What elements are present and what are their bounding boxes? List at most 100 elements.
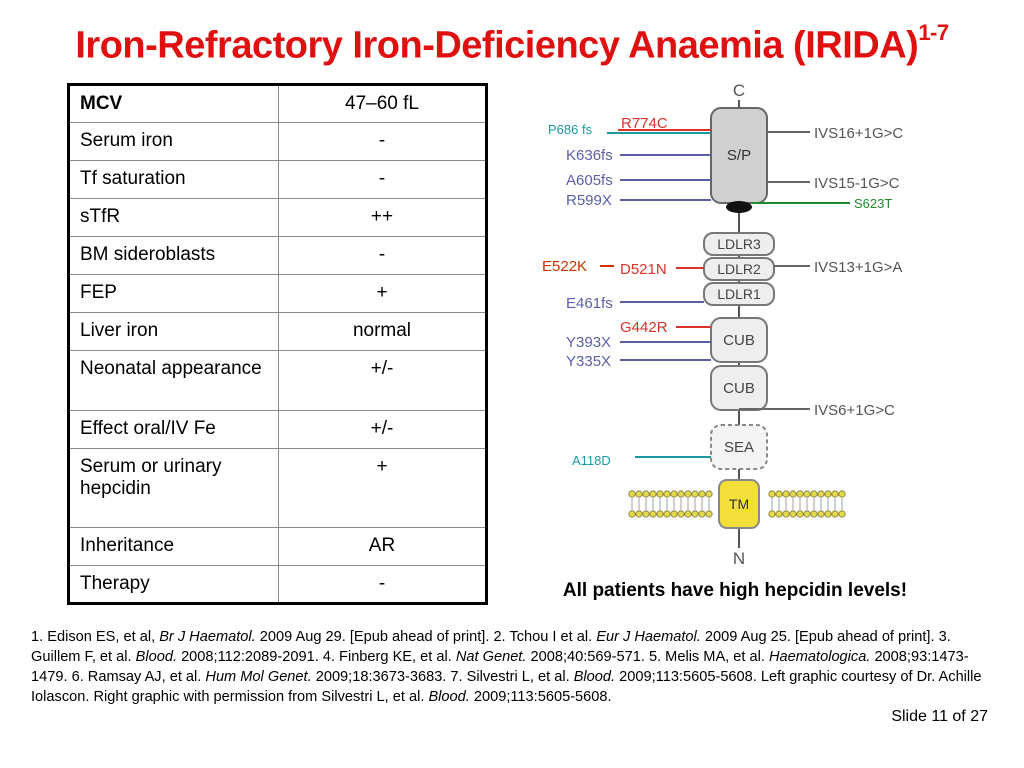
lipid-bead [838, 490, 846, 498]
reference-text: 2009;113:5605-5608. [469, 689, 612, 705]
journal-name: Haematologica. [768, 649, 871, 665]
lipid-bead [663, 510, 671, 518]
row-value: +/- [278, 410, 487, 449]
row-value: + [278, 448, 487, 528]
ldlr1-label: LDLR1 [717, 286, 761, 302]
tm-label: TM [729, 496, 749, 512]
lipid-bead [677, 510, 685, 518]
lipid-bead [775, 490, 783, 498]
lipid-bead [782, 490, 790, 498]
reference-text: 2008;93:1473-1479. 6. Ramsay AJ, et al. [31, 649, 969, 685]
journal-name: Blood. [428, 689, 470, 705]
lipid-bead [698, 510, 706, 518]
ldlr3-label: LDLR3 [717, 236, 761, 252]
cub2-label: CUB [723, 380, 755, 397]
lipid-bead [642, 510, 650, 518]
lipid-bead [831, 510, 839, 518]
lipid-bead [628, 490, 636, 498]
cub1-domain [710, 317, 768, 363]
title-superscript: 1-7 [918, 20, 949, 45]
lipid-bead [838, 510, 846, 518]
lipid-bead [796, 510, 804, 518]
d521n-label: D521N [620, 261, 667, 278]
lipid-bead [803, 490, 811, 498]
title-text: Iron-Refractory Iron-Deficiency Anaemia … [75, 24, 919, 67]
lipid-bead [691, 510, 699, 518]
lipid-bead [698, 490, 706, 498]
lipid-bead [628, 510, 636, 518]
lipid-bead [663, 490, 671, 498]
row-value: 47–60 fL [278, 84, 487, 123]
y335x-label: Y335X [566, 353, 611, 370]
lipid-bead [817, 490, 825, 498]
row-value: normal [278, 312, 487, 351]
lipid-bead [775, 510, 783, 518]
reference-text: 1. Edison ES, et al, [31, 629, 160, 645]
reference-text: 2009 Aug 25. [Epub ahead of print]. 3. G… [31, 629, 951, 665]
journal-name: Blood. [135, 649, 178, 665]
lipid-bead [684, 510, 692, 518]
lipid-bead [810, 510, 818, 518]
table-row: BM sideroblasts- [68, 236, 487, 275]
lipid-bead [768, 510, 776, 518]
y393x-label: Y393X [566, 334, 611, 351]
lipid-bead [824, 510, 832, 518]
ivs13-label: IVS13+1G>A [814, 259, 902, 276]
lipid-bead [831, 490, 839, 498]
e522k-annotation: E522K [542, 258, 587, 275]
lipid-bead [642, 490, 650, 498]
lipid-bead [684, 490, 692, 498]
row-label: BM sideroblasts [68, 236, 279, 275]
ivs15-label: IVS15-1G>C [814, 175, 900, 192]
lipid-bead [649, 510, 657, 518]
lipid-bead [803, 510, 811, 518]
c-terminus-label: C [733, 81, 745, 100]
r599x-label: R599X [566, 192, 612, 209]
tmprss6-diagram: S/P LDLR3 LDLR2 LDLR1 CUB CUB SEA TM C N… [542, 81, 903, 568]
row-value: - [278, 565, 487, 604]
lipid-bead [635, 490, 643, 498]
row-label: Neonatal appearance [68, 350, 279, 411]
table-row: Tf saturation- [68, 160, 487, 199]
page-title: Iron-Refractory Iron-Deficiency Anaemia … [0, 20, 1024, 68]
a605fs-label: A605fs [566, 172, 613, 189]
reference-text: 2008;112:2089-2091. 4. Finberg KE, et al… [177, 649, 456, 665]
lipid-bead [691, 490, 699, 498]
journal-name: Nat Genet. [455, 649, 527, 665]
reference-text: 2008;40:569-571. 5. Melis MA, et al. [526, 649, 769, 665]
hepcidin-note: All patients have high hepcidin levels! [562, 580, 908, 601]
reference-text: 2009 Aug 29. [Epub ahead of print]. 2. T… [255, 629, 597, 645]
row-label: Serum or urinary hepcidin [68, 448, 279, 528]
ldlr3-domain [703, 232, 775, 256]
lipid-bead [782, 510, 790, 518]
lipid-bead [670, 510, 678, 518]
lipid-bead [656, 510, 664, 518]
sp-domain-label: S/P [727, 147, 751, 164]
r774c-label: R774C [621, 115, 668, 132]
row-label: sTfR [68, 198, 279, 237]
p686fs-annotation: P686 fs [548, 122, 593, 137]
row-value: +/- [278, 350, 487, 411]
lipid-bead [656, 490, 664, 498]
journal-name: Eur J Haematol. [596, 629, 701, 645]
tm-domain [718, 479, 760, 529]
row-label: Effect oral/IV Fe [68, 410, 279, 449]
n-terminus-label: N [733, 549, 745, 568]
lipid-bead [649, 490, 657, 498]
row-label: MCV [68, 84, 279, 123]
lipid-bead [768, 490, 776, 498]
k636fs-label: K636fs [566, 147, 613, 164]
ivs6-label: IVS6+1G>C [814, 402, 895, 419]
row-value: - [278, 160, 487, 199]
lipid-bead [796, 490, 804, 498]
journal-name: Hum Mol Genet. [205, 669, 312, 685]
row-label: Therapy [68, 565, 279, 604]
reference-text: 2009;113:5605-5608. Left graphic courtes… [31, 669, 982, 705]
lipid-bead [789, 510, 797, 518]
ivs16-label: IVS16+1G>C [814, 125, 903, 142]
table-row: Serum or urinary hepcidin+ [68, 448, 487, 528]
g442r-label: G442R [620, 319, 668, 336]
